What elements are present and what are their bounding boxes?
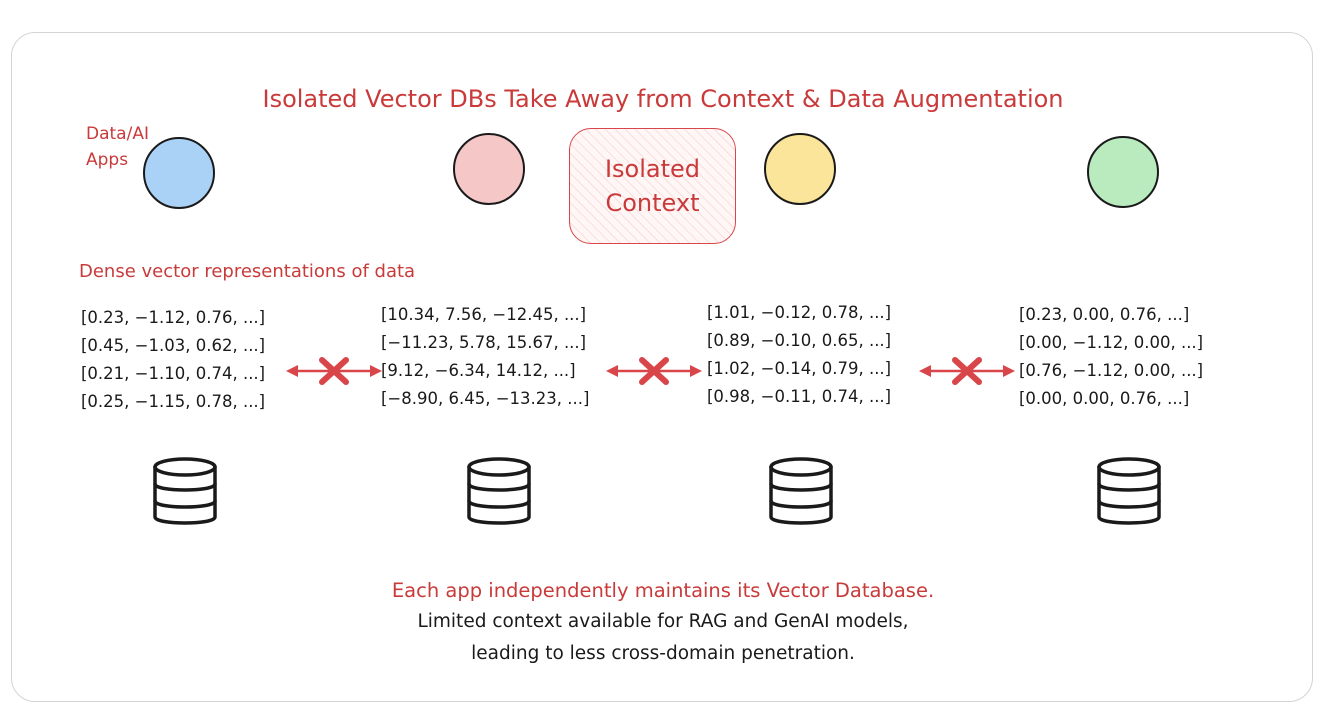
vector-row: [0.23, 0.00, 0.76, ...] — [1019, 305, 1190, 324]
vector-list-4: [0.23, 0.00, 0.76, ...] [0.00, −1.12, 0.… — [1019, 301, 1203, 413]
blocked-bidirectional-arrow-icon — [286, 357, 382, 385]
vector-row: [0.23, −1.12, 0.76, ...] — [81, 308, 266, 327]
apps-label-line-2: Apps — [86, 150, 129, 170]
database-icon — [153, 457, 217, 525]
vector-row: [1.01, −0.12, 0.78, ...] — [707, 303, 892, 322]
vector-row: [0.21, −1.10, 0.74, ...] — [81, 364, 266, 383]
blocked-bidirectional-arrow-icon — [919, 357, 1015, 385]
vector-row: [−11.23, 5.78, 15.67, ...] — [381, 333, 587, 352]
vector-row: [−8.90, 6.45, −13.23, ...] — [381, 389, 590, 408]
vector-row: [0.00, 0.00, 0.76, ...] — [1019, 389, 1190, 408]
vector-row: [10.34, 7.56, −12.45, ...] — [381, 305, 587, 324]
database-icon — [467, 457, 531, 525]
isolated-context-line-1: Isolated — [604, 155, 701, 183]
isolated-context-box: Isolated Context — [569, 128, 736, 244]
vector-row: [0.98, −0.11, 0.74, ...] — [707, 387, 892, 406]
vector-list-1: [0.23, −1.12, 0.76, ...] [0.45, −1.03, 0… — [81, 304, 265, 416]
vector-row: [0.00, −1.12, 0.00, ...] — [1019, 333, 1204, 352]
database-icon — [1097, 457, 1161, 525]
apps-label-line-1: Data/AI — [86, 124, 149, 144]
isolated-context-label: Isolated Context — [605, 152, 700, 220]
footer-headline: Each app independently maintains its Vec… — [391, 579, 935, 602]
vector-list-3: [1.01, −0.12, 0.78, ...] [0.89, −0.10, 0… — [707, 299, 891, 411]
footer-line-1: Limited context available for RAG and Ge… — [417, 611, 909, 632]
dense-vectors-label: Dense vector representations of data — [79, 261, 416, 282]
app-circle-4 — [1087, 136, 1159, 208]
vector-row: [0.76, −1.12, 0.00, ...] — [1019, 361, 1204, 380]
footer-line-2: leading to less cross-domain penetration… — [471, 643, 855, 664]
vector-row: [0.89, −0.10, 0.65, ...] — [707, 331, 892, 350]
app-circle-3 — [764, 133, 836, 205]
isolated-context-line-2: Context — [605, 189, 700, 217]
app-circle-1 — [143, 137, 215, 209]
apps-label: Data/AI Apps — [86, 121, 149, 173]
database-icon — [769, 457, 833, 525]
vector-list-2: [10.34, 7.56, −12.45, ...] [−11.23, 5.78… — [381, 301, 589, 413]
vector-row: [0.25, −1.15, 0.78, ...] — [81, 392, 266, 411]
diagram-title: Isolated Vector DBs Take Away from Conte… — [262, 85, 1064, 113]
diagram-card: Isolated Vector DBs Take Away from Conte… — [11, 32, 1313, 702]
app-circle-2 — [453, 133, 525, 205]
vector-row: [9.12, −6.34, 14.12, ...] — [381, 361, 576, 380]
blocked-bidirectional-arrow-icon — [606, 357, 702, 385]
vector-row: [0.45, −1.03, 0.62, ...] — [81, 336, 266, 355]
vector-row: [1.02, −0.14, 0.79, ...] — [707, 359, 892, 378]
